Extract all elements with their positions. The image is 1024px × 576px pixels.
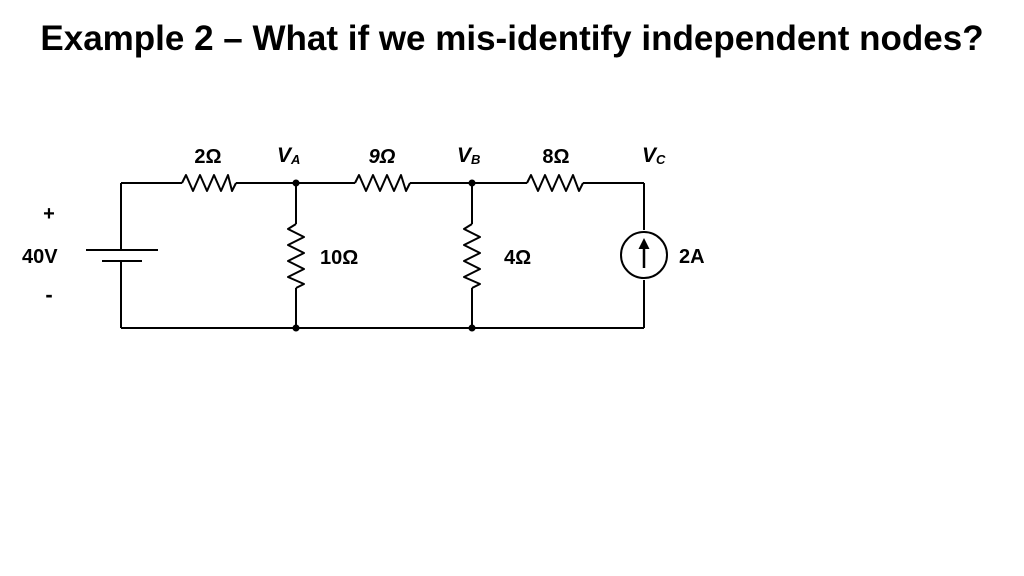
resistor-10-ohm-zigzag <box>287 223 305 289</box>
junction-dots <box>292 179 476 332</box>
node-vb-main: V <box>457 144 473 167</box>
resistor-8-ohm-label: 8Ω <box>542 146 569 168</box>
node-vb-subscript: B <box>471 152 480 167</box>
resistor-2-ohm-zigzag <box>181 174 237 192</box>
node-vc-label: VC <box>642 144 666 167</box>
resistor-2-ohm-label: 2Ω <box>194 146 221 168</box>
battery-symbol <box>86 249 158 262</box>
source-voltage-label: 40V <box>22 246 58 268</box>
current-source <box>620 231 668 279</box>
node-vb-label: VB <box>457 144 480 167</box>
node-va-dot <box>292 179 300 187</box>
node-vc-main: V <box>642 144 658 167</box>
resistor-10-ohm-label: 10Ω <box>320 247 358 269</box>
ground-va-dot <box>292 324 300 332</box>
resistor-9-ohm-label: 9Ω <box>369 146 396 168</box>
node-vb-dot <box>468 179 476 187</box>
current-source-circle <box>620 231 668 279</box>
node-vc-subscript: C <box>656 152 666 167</box>
source-plus-label: + <box>43 203 55 225</box>
node-va-main: V <box>277 144 293 167</box>
source-minus-label: - <box>45 282 52 307</box>
arrow-up-icon <box>638 238 650 249</box>
resistor-4-ohm-zigzag <box>463 223 481 289</box>
node-va-subscript: A <box>290 152 300 167</box>
resistor-8-ohm-zigzag <box>526 174 584 192</box>
resistor-4-ohm-label: 4Ω <box>504 247 531 269</box>
resistors <box>181 174 584 289</box>
ground-vb-dot <box>468 324 476 332</box>
current-source-label: 2A <box>679 246 705 268</box>
wires <box>120 182 645 329</box>
resistor-9-ohm-zigzag <box>354 174 411 192</box>
node-va-label: VA <box>277 144 300 167</box>
slide-title: Example 2 – What if we mis-identify inde… <box>40 19 984 58</box>
